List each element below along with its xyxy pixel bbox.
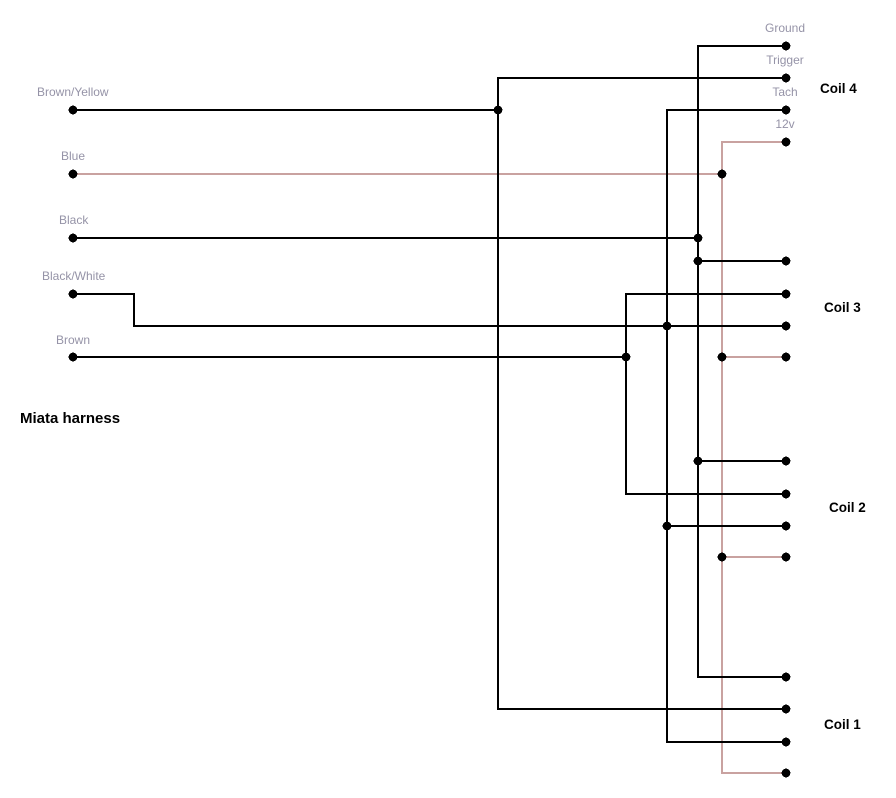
connection-dot <box>717 169 727 179</box>
wire-label-brown: Brown <box>56 333 91 347</box>
connection-dot <box>662 521 672 531</box>
connection-dot <box>621 352 631 362</box>
wire-label-black-white: Black/White <box>42 269 106 283</box>
coil-4-label: Coil 4 <box>820 81 857 96</box>
connection-dot <box>68 169 78 179</box>
bus-trigger-coil3-coil2 <box>625 293 786 495</box>
connection-dot <box>781 456 791 466</box>
connection-dot <box>781 489 791 499</box>
coil-2-label: Coil 2 <box>829 500 866 515</box>
connection-dot <box>781 73 791 83</box>
connection-dot <box>693 256 703 266</box>
connection-dot <box>693 233 703 243</box>
connection-dot <box>68 352 78 362</box>
connection-dot <box>781 321 791 331</box>
connection-dot <box>68 289 78 299</box>
bus-tach-line <box>666 109 786 743</box>
connection-dot <box>717 352 727 362</box>
connection-dot <box>717 552 727 562</box>
connection-dot <box>693 456 703 466</box>
wire-label-blue: Blue <box>61 149 86 163</box>
connection-dot <box>781 737 791 747</box>
connection-dot <box>662 321 672 331</box>
junction-dots <box>68 41 791 778</box>
connection-dot <box>781 704 791 714</box>
pin-label-ground: Ground <box>764 21 806 35</box>
connection-dot <box>781 768 791 778</box>
coil-3-label: Coil 3 <box>824 300 861 315</box>
connection-dot <box>781 289 791 299</box>
connection-dot <box>781 105 791 115</box>
bus-ground-line <box>697 45 786 678</box>
pin-label-tach: Tach <box>772 85 798 99</box>
power-wires <box>73 141 786 774</box>
connection-dot <box>493 105 503 115</box>
bus-trigger-coil4-coil1 <box>497 77 786 710</box>
wire-label-black: Black <box>59 213 89 227</box>
wire-black-white-line <box>73 293 786 327</box>
connection-dot <box>781 672 791 682</box>
pin-label-trigger: Trigger <box>766 53 804 67</box>
signal-wires <box>73 45 786 743</box>
connection-dot <box>781 256 791 266</box>
pin-label-12v: 12v <box>775 117 795 131</box>
connection-dot <box>781 521 791 531</box>
coil-1-label: Coil 1 <box>824 717 861 732</box>
wire-label-brown-yellow: Brown/Yellow <box>37 85 109 99</box>
connection-dot <box>781 552 791 562</box>
bus-12v-line <box>721 141 786 774</box>
diagram-title: Miata harness <box>20 410 121 427</box>
connection-dot <box>68 105 78 115</box>
connection-dot <box>781 352 791 362</box>
connection-dot <box>68 233 78 243</box>
connection-dot <box>781 41 791 51</box>
connection-dot <box>781 137 791 147</box>
